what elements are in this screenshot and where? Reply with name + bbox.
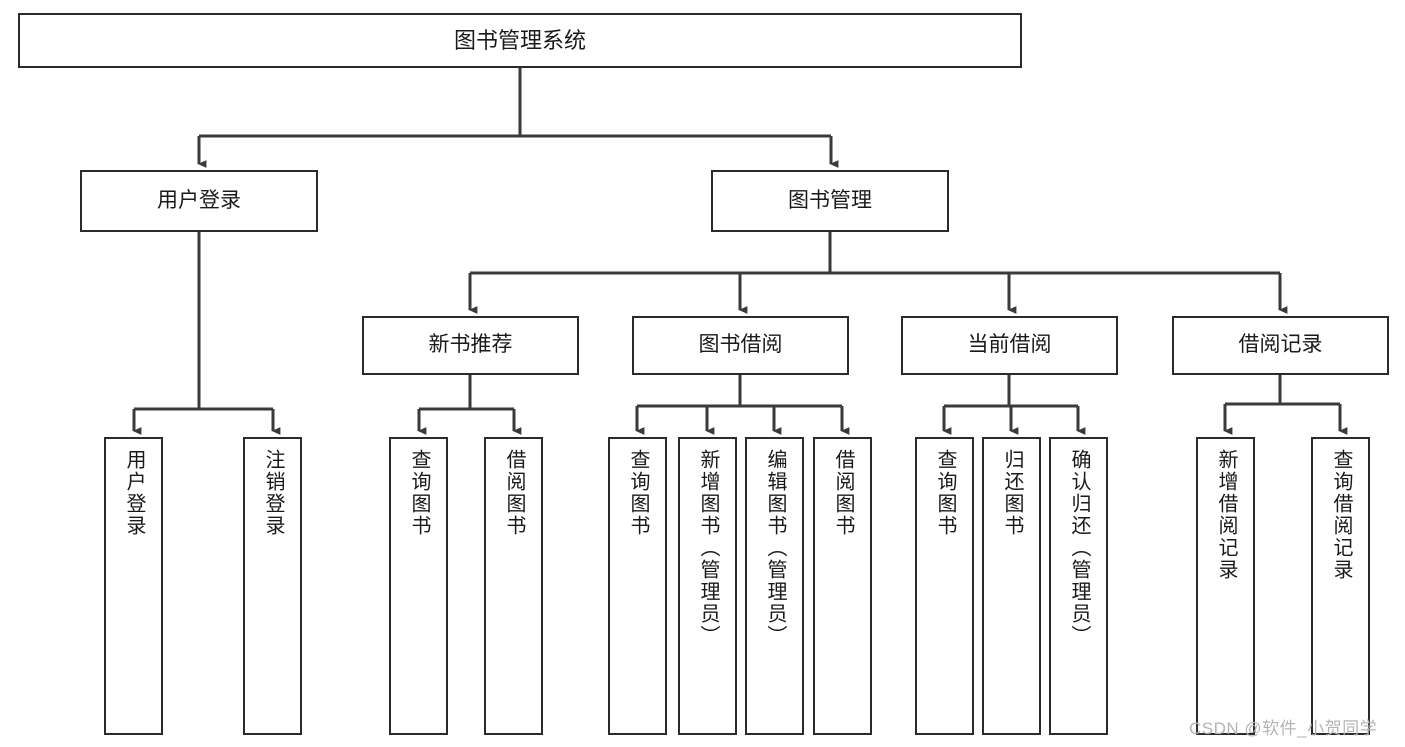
node-leaf-logout-label: 注销登录	[262, 449, 284, 537]
node-leaf-borrow-book-recommend-label: 借阅图书	[503, 449, 525, 537]
node-leaf-query-book-borrow-label: 查询图书	[627, 449, 649, 537]
node-leaf-return-book-label: 归还图书	[1001, 449, 1023, 537]
node-leaf-query-book-recommend[interactable]: 查询图书	[389, 437, 448, 735]
node-leaf-query-book-recommend-label: 查询图书	[408, 449, 430, 537]
node-new-book-recommend-label: 新书推荐	[428, 333, 513, 357]
node-leaf-add-book-admin-label: 新增图书（管理员）	[697, 449, 719, 647]
node-book-management-label: 图书管理	[788, 188, 872, 212]
watermark-text: CSDN @软件_小贺同学	[1189, 719, 1378, 738]
node-leaf-query-book-borrow[interactable]: 查询图书	[608, 437, 667, 735]
node-borrow-record[interactable]: 借阅记录	[1172, 316, 1389, 375]
node-leaf-confirm-return-admin[interactable]: 确认归还（管理员）	[1049, 437, 1108, 735]
node-borrow-record-label: 借阅记录	[1238, 333, 1323, 357]
node-leaf-confirm-return-admin-label: 确认归还（管理员）	[1068, 449, 1090, 647]
node-user-login[interactable]: 用户登录	[80, 170, 318, 232]
node-leaf-add-book-admin[interactable]: 新增图书（管理员）	[678, 437, 737, 735]
node-leaf-edit-book-admin[interactable]: 编辑图书（管理员）	[745, 437, 804, 735]
node-leaf-logout[interactable]: 注销登录	[243, 437, 302, 735]
node-leaf-query-borrow-record[interactable]: 查询借阅记录	[1311, 437, 1370, 735]
node-leaf-borrow-book[interactable]: 借阅图书	[813, 437, 872, 735]
node-book-borrow[interactable]: 图书借阅	[632, 316, 849, 375]
node-root-system[interactable]: 图书管理系统	[18, 13, 1022, 68]
node-leaf-borrow-book-recommend[interactable]: 借阅图书	[484, 437, 543, 735]
node-book-management[interactable]: 图书管理	[711, 170, 949, 232]
node-leaf-borrow-book-label: 借阅图书	[832, 449, 854, 537]
node-book-borrow-label: 图书借阅	[698, 333, 783, 357]
node-root-label: 图书管理系统	[453, 27, 586, 53]
node-leaf-user-login-label: 用户登录	[123, 449, 145, 537]
node-current-borrow[interactable]: 当前借阅	[901, 316, 1118, 375]
node-leaf-user-login[interactable]: 用户登录	[104, 437, 163, 735]
node-current-borrow-label: 当前借阅	[967, 333, 1052, 357]
node-leaf-return-book[interactable]: 归还图书	[982, 437, 1041, 735]
node-leaf-query-borrow-record-label: 查询借阅记录	[1330, 449, 1352, 581]
node-user-login-label: 用户登录	[157, 188, 241, 212]
node-leaf-query-book-current[interactable]: 查询图书	[915, 437, 974, 735]
node-leaf-query-book-current-label: 查询图书	[934, 449, 956, 537]
node-leaf-edit-book-admin-label: 编辑图书（管理员）	[764, 449, 786, 647]
node-new-book-recommend[interactable]: 新书推荐	[362, 316, 579, 375]
node-leaf-add-borrow-record[interactable]: 新增借阅记录	[1196, 437, 1255, 735]
node-leaf-add-borrow-record-label: 新增借阅记录	[1215, 449, 1237, 581]
